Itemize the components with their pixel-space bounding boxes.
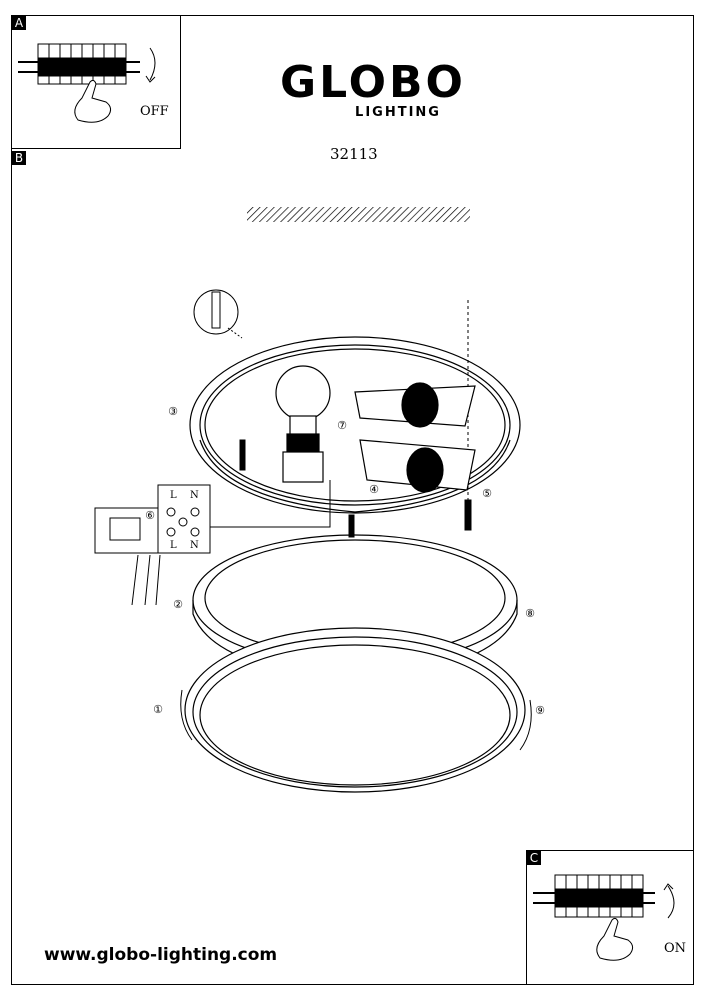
website-url: www.globo-lighting.com	[44, 945, 278, 965]
terminal-n-bottom: N	[190, 540, 199, 551]
rotate-arrow-left	[180, 689, 193, 741]
step-4: ④	[368, 483, 380, 496]
screw-icon	[239, 439, 472, 538]
step-9: ⑨	[534, 704, 546, 717]
step-7: ⑦	[336, 419, 348, 432]
on-label: ON	[664, 941, 687, 956]
step-3: ③	[167, 405, 179, 418]
step-8: ⑧	[524, 607, 536, 620]
terminal-n-top: N	[190, 490, 199, 501]
step-6: ⑥	[144, 509, 156, 522]
panel-b-tag: B	[12, 151, 26, 165]
lamp-holders	[354, 382, 476, 493]
brand-logo: GLOBO LIGHTING	[262, 60, 484, 120]
glass-diffuser	[184, 627, 526, 793]
light-bulb	[275, 365, 331, 483]
panel-c-tag: C	[527, 851, 541, 865]
step-2: ②	[172, 598, 184, 611]
brand-name: GLOBO	[280, 57, 466, 108]
terminal-block-diagram	[94, 480, 331, 606]
dowel-detail-icon	[193, 289, 243, 339]
step-5: ⑤	[481, 487, 493, 500]
ceiling-hatch	[247, 207, 470, 222]
step-1: ①	[152, 703, 164, 716]
rotate-arrow-right	[519, 699, 532, 751]
breaker-switch-a	[18, 43, 156, 123]
model-number: 32113	[330, 145, 378, 163]
terminal-l-bottom: L	[170, 540, 177, 551]
brand-sub: LIGHTING	[355, 105, 441, 120]
terminal-l-top: L	[170, 490, 177, 501]
off-label: OFF	[140, 104, 169, 119]
page-frame	[11, 15, 694, 985]
panel-a-tag: A	[12, 16, 26, 30]
panel-a-power-off	[11, 15, 181, 149]
base-plate	[189, 336, 521, 514]
breaker-switch-c	[533, 874, 675, 961]
